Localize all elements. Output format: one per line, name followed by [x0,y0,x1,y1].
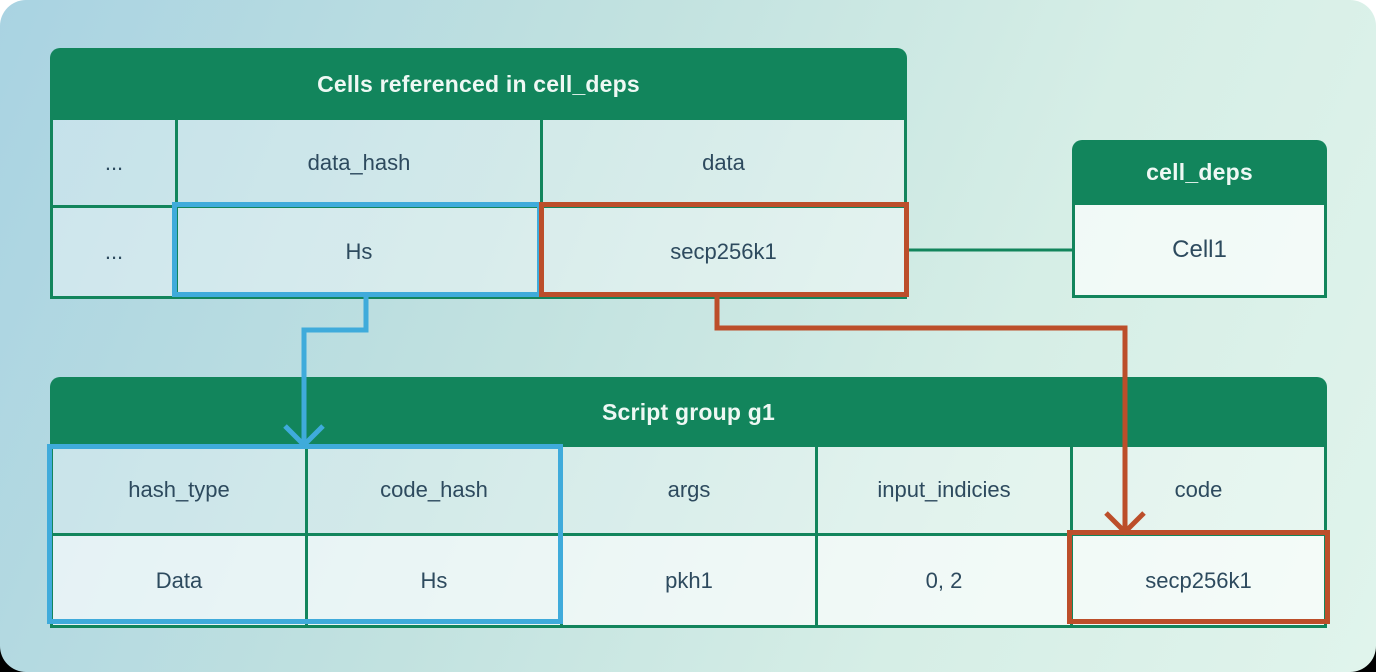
table-row: Data Hs pkh1 0, 2 secp256k1 [50,536,1327,628]
table-script-group-title: Script group g1 [50,377,1327,447]
cell-secp256k1-data: secp256k1 [543,208,904,296]
col-ellipsis: ... [53,120,178,205]
cell-data-hash-type: Data [53,536,308,625]
table-row: ... data_hash data [50,120,907,208]
col-args: args [563,447,818,533]
highlight-code-cell [1067,530,1330,624]
cell-ellipsis: ... [53,208,178,296]
cell-pkh1: pkh1 [563,536,818,625]
table-cells-referenced: Cells referenced in cell_deps ... data_h… [50,48,907,299]
col-input-indicies: input_indicies [818,447,1073,533]
col-data: data [543,120,904,205]
cell-input-indicies-value: 0, 2 [818,536,1073,625]
table-cell-deps: cell_deps Cell1 [1072,140,1327,298]
highlight-script-hash-columns [47,444,563,624]
cell-hs-code-hash: Hs [308,536,563,625]
col-code-hash: code_hash [308,447,563,533]
cell-secp256k1-code: secp256k1 [1073,536,1324,625]
table-cells-referenced-title: Cells referenced in cell_deps [50,48,907,120]
table-row: Cell1 [1072,205,1327,298]
highlight-hs-source [172,202,542,297]
table-cell-deps-title: cell_deps [1072,140,1327,205]
col-data-hash: data_hash [178,120,543,205]
col-hash-type: hash_type [53,447,308,533]
cell-cell1: Cell1 [1075,205,1324,295]
highlight-secp256k1-source [539,202,909,297]
col-code: code [1073,447,1324,533]
